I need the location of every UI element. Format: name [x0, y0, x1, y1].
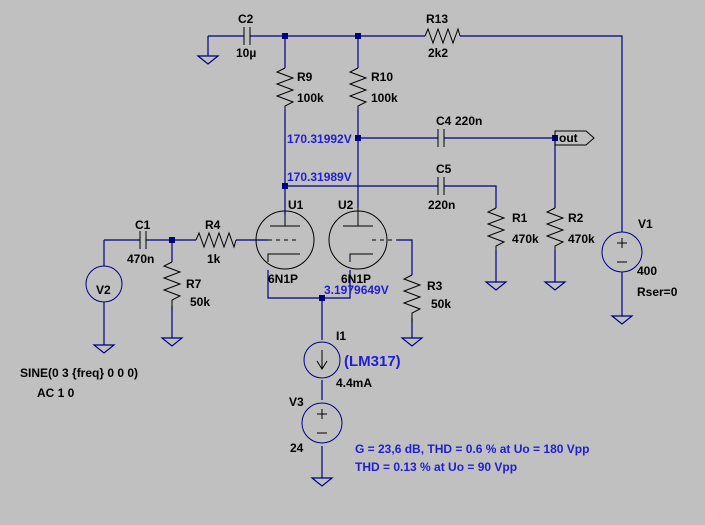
r13-symbol [424, 27, 461, 45]
i1-value: 4.4mA [336, 376, 372, 390]
ground-icon [543, 281, 567, 291]
c5-symbol [437, 177, 445, 195]
node-voltages: 170.31992V 170.31989V 3.1979649V [287, 132, 389, 297]
v3-value: 24 [290, 441, 304, 455]
v3-name: V3 [289, 395, 304, 409]
c4-symbol [437, 129, 445, 147]
c4-value: 220n [455, 114, 482, 128]
r1-value: 470k [512, 232, 539, 246]
u1-name: U1 [288, 198, 304, 212]
ground-symbols [92, 55, 634, 487]
i1-name: I1 [336, 329, 346, 343]
wires [103, 35, 623, 478]
c1-value: 470n [127, 252, 154, 266]
plate2-voltage: 170.31992V [287, 132, 352, 146]
junction-dot [319, 295, 325, 301]
v3-source-symbol [301, 402, 343, 444]
r2-value: 470k [568, 232, 595, 246]
c2-symbol [243, 27, 251, 45]
v2-spec: SINE(0 3 {freq} 0 0 0) [20, 366, 138, 380]
c4-name: C4 [436, 114, 452, 128]
r10-symbol [348, 67, 368, 110]
r9-name: R9 [297, 70, 313, 84]
out-port-label: out [559, 131, 578, 145]
v2-ac: AC 1 0 [37, 386, 75, 400]
c1-name: C1 [135, 218, 151, 232]
resistor-symbols [162, 27, 565, 323]
u1-model: 6N1P [268, 272, 298, 286]
notes: G = 23,6 dB, THD = 0.6 % at Uo = 180 Vpp… [355, 442, 589, 474]
ground-icon [484, 281, 508, 291]
r3-symbol [402, 274, 422, 323]
r2-symbol [545, 207, 565, 250]
r4-symbol [195, 231, 237, 249]
cathode-voltage: 3.1979649V [324, 283, 389, 297]
junction-dot [282, 33, 288, 39]
r7-symbol [162, 261, 182, 310]
r9-symbol [275, 67, 295, 110]
out-port[interactable]: out [554, 130, 595, 146]
i1-label: (LM317) [344, 353, 401, 370]
junction-dot [355, 33, 361, 39]
junctions [169, 33, 558, 301]
c5-value: 220n [428, 198, 455, 212]
note-line-1: G = 23,6 dB, THD = 0.6 % at Uo = 180 Vpp [355, 442, 589, 456]
component-labels: C2 10µ R13 2k2 R9 100k R10 100k C4 220n … [20, 12, 678, 455]
triode-u2-symbol [328, 208, 398, 270]
r1-symbol [486, 207, 506, 250]
r1-name: R1 [512, 211, 528, 225]
v1-name: V1 [638, 217, 653, 231]
r2-name: R2 [568, 211, 584, 225]
c2-value: 10µ [236, 46, 256, 60]
v1-source-symbol [601, 231, 643, 273]
c2-name: C2 [238, 12, 254, 26]
r10-name: R10 [371, 70, 393, 84]
v2-source-symbol [85, 265, 123, 303]
junction-dot [282, 183, 288, 189]
r13-value: 2k2 [428, 46, 448, 60]
v1-value: 400 [637, 264, 657, 278]
plate1-voltage: 170.31989V [287, 170, 352, 184]
junction-dot [355, 135, 361, 141]
ground-icon [310, 477, 334, 487]
r7-value: 50k [190, 295, 210, 309]
r3-value: 50k [431, 297, 451, 311]
capacitor-symbols [139, 27, 445, 249]
note-line-2: THD = 0.13 % at Uo = 90 Vpp [355, 460, 517, 474]
r4-value: 1k [207, 252, 221, 266]
v2-name: V2 [96, 283, 111, 297]
r3-name: R3 [427, 279, 443, 293]
r13-name: R13 [426, 12, 448, 26]
c5-name: C5 [436, 162, 452, 176]
i1-source-symbol [303, 341, 341, 379]
v1-rser: Rser=0 [637, 285, 678, 299]
ground-icon [196, 55, 220, 65]
triode-u1-symbol [255, 210, 315, 270]
c1-symbol [139, 231, 147, 249]
r4-name: R4 [205, 218, 221, 232]
ground-icon [160, 337, 184, 347]
r7-name: R7 [186, 277, 202, 291]
ground-icon [92, 344, 116, 354]
r10-value: 100k [371, 91, 398, 105]
r9-value: 100k [297, 91, 324, 105]
ground-icon [400, 337, 424, 347]
ground-icon [610, 315, 634, 325]
u2-name: U2 [338, 198, 354, 212]
u2-model: 6N1P [341, 272, 371, 286]
junction-dot [169, 237, 175, 243]
